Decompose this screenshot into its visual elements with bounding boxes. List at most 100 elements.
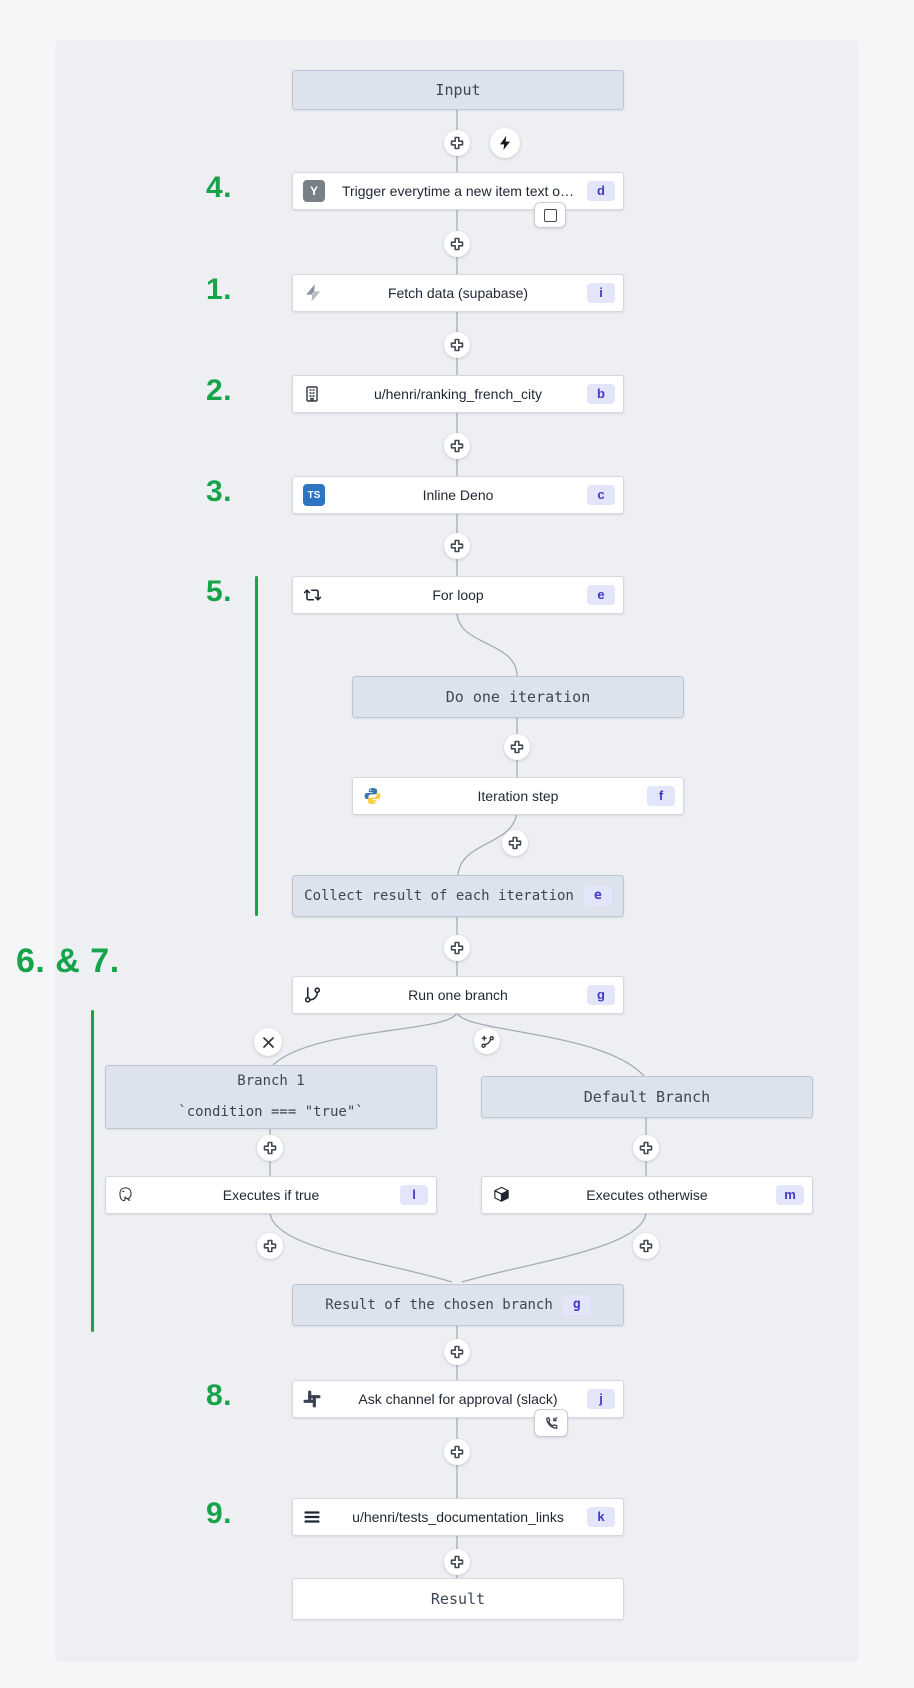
trigger-step-node[interactable]: Y Trigger everytime a new item text o… d [292,172,624,210]
result-node-label: Result [430,1590,486,1608]
input-node[interactable]: Input [292,70,624,110]
iteration-step-node[interactable]: Iteration step f [352,777,684,815]
tests-docs-node[interactable]: u/henri/tests_documentation_links k [292,1498,624,1536]
square-stop-icon [543,208,557,222]
add-branch-button[interactable] [474,1028,500,1054]
tests-docs-label: u/henri/tests_documentation_links [352,1509,564,1525]
plus-icon [450,439,464,453]
insert-step-button[interactable] [257,1135,283,1161]
annotation-4: 4. [205,171,232,204]
step-id-badge: c [587,485,615,505]
insert-step-button[interactable] [444,935,470,961]
early-stop-button[interactable] [534,202,566,228]
iteration-step-label: Iteration step [477,788,559,804]
annotation-2: 2. [205,374,232,407]
postgresql-icon [116,1186,135,1205]
plus-icon [639,1141,653,1155]
step-id-badge: b [587,384,615,404]
slack-icon [303,1390,321,1408]
suspend-approval-button[interactable] [534,1409,568,1437]
step-id-badge: j [587,1389,615,1409]
insert-step-button[interactable] [444,533,470,559]
result-chosen-branch-label: Result of the chosen branch [325,1297,553,1313]
branch1-node[interactable]: Branch 1 `condition === "true"` [105,1065,437,1129]
ask-approval-node[interactable]: Ask channel for approval (slack) j [292,1380,624,1418]
annotation-8: 8. [205,1379,232,1412]
step-id-badge: g [562,1295,591,1315]
annotation-3: 3. [205,475,232,508]
branch1-title: Branch 1 [237,1073,305,1089]
fetch-data-label: Fetch data (supabase) [387,285,529,301]
git-branch-icon [303,986,322,1005]
insert-step-button[interactable] [633,1233,659,1259]
phone-incoming-icon [545,1416,557,1429]
step-id-badge: d [587,181,615,201]
insert-step-button[interactable] [502,830,528,856]
remove-branch-x-icon [262,1036,274,1048]
executes-if-true-label: Executes if true [222,1187,320,1203]
step-id-badge: f [647,786,675,806]
default-branch-node[interactable]: Default Branch [481,1076,813,1118]
ranking-script-label: u/henri/ranking_french_city [373,386,543,402]
insert-step-button[interactable] [444,130,470,156]
plus-icon [450,941,464,955]
trigger-bolt-button[interactable] [490,128,520,158]
hackernews-icon: Y [303,180,325,202]
ranking-script-node[interactable]: u/henri/ranking_french_city b [292,375,624,413]
step-id-badge: e [583,886,612,906]
result-chosen-branch-node[interactable]: Result of the chosen branch g [292,1284,624,1326]
result-node[interactable]: Result [292,1578,624,1620]
plus-icon [639,1239,653,1253]
trigger-step-label: Trigger everytime a new item text o… [341,183,575,199]
supabase-bolt-icon [303,283,323,303]
inline-deno-label: Inline Deno [422,487,494,503]
executes-if-true-node[interactable]: Executes if true l [105,1176,437,1214]
step-id-badge: e [587,585,615,605]
run-one-branch-label: Run one branch [408,987,508,1003]
plus-icon [450,1445,464,1459]
plus-icon [263,1239,277,1253]
do-one-iteration-label: Do one iteration [445,688,591,706]
executes-otherwise-label: Executes otherwise [586,1187,708,1203]
insert-step-button[interactable] [444,332,470,358]
input-node-label: Input [435,81,481,99]
annotation-9: 9. [205,1497,232,1530]
ask-approval-label: Ask channel for approval (slack) [358,1391,558,1407]
python-icon [363,787,382,806]
for-loop-label: For loop [432,587,484,603]
loop-annotation-line [255,576,258,916]
branch1-condition: `condition === "true"` [178,1104,364,1120]
fetch-data-node[interactable]: Fetch data (supabase) i [292,274,624,312]
building-icon [303,385,321,403]
collect-result-node[interactable]: Collect result of each iteration e [292,875,624,917]
remove-branch-button[interactable] [254,1028,282,1056]
step-id-badge: k [587,1507,615,1527]
insert-step-button[interactable] [257,1233,283,1259]
repeat-icon [303,586,322,605]
add-branch-icon [480,1035,494,1048]
step-id-badge: l [400,1185,428,1205]
plus-icon [450,237,464,251]
insert-step-button[interactable] [444,1549,470,1575]
branch-annotation-line [91,1010,94,1332]
inline-deno-node[interactable]: TS Inline Deno c [292,476,624,514]
insert-step-button[interactable] [633,1135,659,1161]
insert-step-button[interactable] [444,1439,470,1465]
insert-step-button[interactable] [444,1339,470,1365]
annotation-5: 5. [205,575,232,608]
run-one-branch-node[interactable]: Run one branch g [292,976,624,1014]
plus-icon [450,136,464,150]
plus-icon [450,1345,464,1359]
insert-step-button[interactable] [444,231,470,257]
insert-step-button[interactable] [504,734,530,760]
cube-icon [492,1186,511,1205]
do-one-iteration-node[interactable]: Do one iteration [352,676,684,718]
insert-step-button[interactable] [444,433,470,459]
menu-lines-icon [303,1508,321,1526]
executes-otherwise-node[interactable]: Executes otherwise m [481,1176,813,1214]
for-loop-node[interactable]: For loop e [292,576,624,614]
step-id-badge: i [587,283,615,303]
step-id-badge: g [587,985,615,1005]
